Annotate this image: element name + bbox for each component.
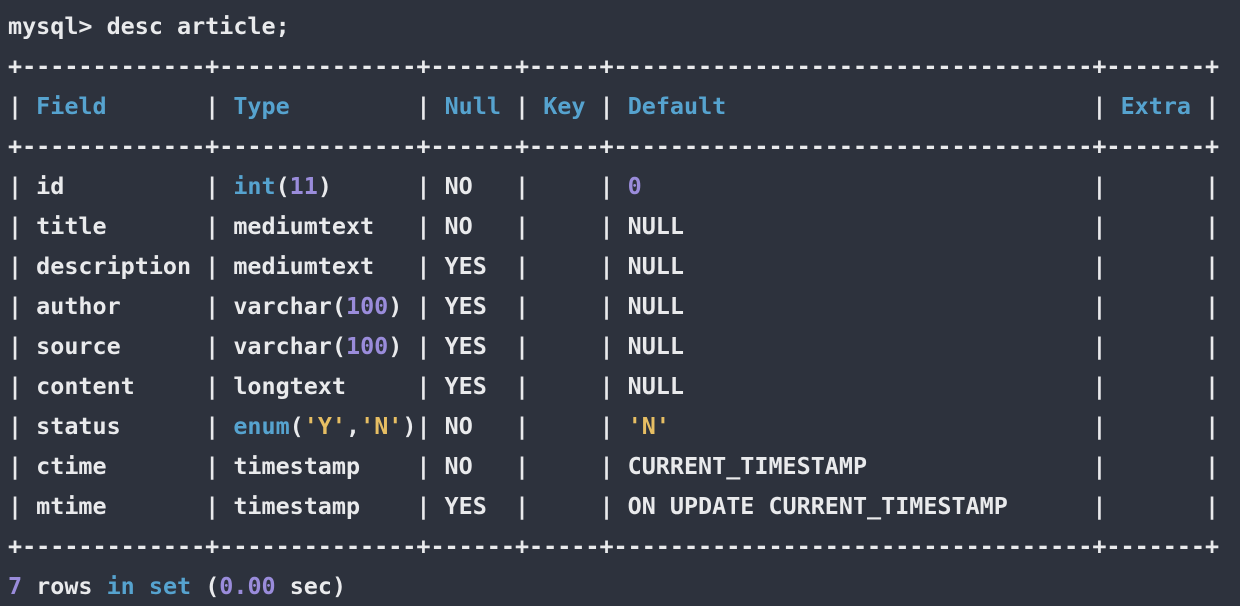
token-string: 'N' (360, 412, 403, 440)
table-row-content: | content | longtext | YES | | NULL | | (8, 366, 1240, 406)
token-keyword: in (106, 572, 135, 600)
token-text: | title | mediumtext | NO | | NULL | | (8, 212, 1220, 240)
table-border-top: +-------------+--------------+------+---… (8, 46, 1240, 86)
token-text: | mtime | timestamp | YES | | ON UPDATE … (8, 492, 1220, 520)
table-row-ctime: | ctime | timestamp | NO | | CURRENT_TIM… (8, 446, 1240, 486)
token-text: | author | varchar( (8, 292, 346, 320)
token-text: rows (22, 572, 107, 600)
table-row-author: | author | varchar(100) | YES | | NULL |… (8, 286, 1240, 326)
token-string: 'Y' (303, 412, 347, 440)
token-number: 7 (8, 572, 23, 600)
table-row-description: | description | mediumtext | YES | | NUL… (8, 246, 1240, 286)
token-text: ) (317, 172, 332, 200)
token-keyword: Type (233, 92, 290, 120)
token-text: | (726, 92, 1121, 120)
token-text: | | (641, 172, 1220, 200)
token-keyword: Null (444, 92, 501, 120)
table-border-header: +-------------+--------------+------+---… (8, 126, 1240, 166)
token-number: 0.00 (219, 572, 276, 600)
token-keyword: enum (233, 412, 290, 440)
token-keyword: set (148, 572, 192, 600)
token-text: ) | YES | | NULL | | (388, 292, 1220, 320)
token-number: 0 (627, 172, 642, 200)
token-number: 11 (289, 172, 318, 200)
result-summary-line: 7 rows in set (0.00 sec) (8, 566, 1240, 606)
token-text: | (1191, 92, 1220, 120)
token-text: sec) (275, 572, 347, 600)
token-keyword: Key (543, 92, 586, 120)
token-text: | status | (8, 412, 234, 440)
token-text: +-------------+--------------+------+---… (8, 532, 1220, 560)
token-text: ( (289, 412, 304, 440)
token-text: | source | varchar( (8, 332, 346, 360)
token-text: mysql> desc article; (8, 12, 290, 40)
token-number: 100 (345, 332, 389, 360)
token-text (135, 572, 149, 600)
token-text: | ctime | timestamp | NO | | CURRENT_TIM… (8, 452, 1220, 480)
token-text: | NO | | (331, 172, 628, 200)
table-row-status: | status | enum('Y','N')| NO | | 'N' | | (8, 406, 1240, 446)
token-string: 'N' (627, 412, 670, 440)
token-text: | (500, 92, 544, 120)
token-text: | (289, 92, 445, 120)
prompt-line: mysql> desc article; (8, 6, 1240, 46)
table-row-source: | source | varchar(100) | YES | | NULL |… (8, 326, 1240, 366)
token-keyword: Default (627, 92, 727, 120)
table-row-title: | title | mediumtext | NO | | NULL | | (8, 206, 1240, 246)
terminal-output: mysql> desc article; +-------------+-----… (8, 6, 1240, 606)
token-text: | (8, 92, 37, 120)
token-text: | content | longtext | YES | | NULL | | (8, 372, 1220, 400)
table-row-id: | id | int(11) | NO | | 0 | | (8, 166, 1240, 206)
token-text: ( (191, 572, 220, 600)
token-text: , (346, 412, 361, 440)
token-text: +-------------+--------------+------+---… (8, 132, 1220, 160)
token-keyword: int (233, 172, 276, 200)
token-text: ) | YES | | NULL | | (388, 332, 1220, 360)
token-text: | (106, 92, 234, 120)
token-text: )| NO | | (402, 412, 628, 440)
table-row-mtime: | mtime | timestamp | YES | | ON UPDATE … (8, 486, 1240, 526)
token-keyword: Field (36, 92, 107, 120)
token-text: | (585, 92, 628, 120)
token-text: | | (669, 412, 1220, 440)
table-border-bottom: +-------------+--------------+------+---… (8, 526, 1240, 566)
token-number: 100 (345, 292, 389, 320)
token-text: | id | (8, 172, 234, 200)
token-text: +-------------+--------------+------+---… (8, 52, 1220, 80)
token-text: ( (275, 172, 290, 200)
table-header-row: | Field | Type | Null | Key | Default | … (8, 86, 1240, 126)
token-text: | description | mediumtext | YES | | NUL… (8, 252, 1220, 280)
token-keyword: Extra (1120, 92, 1191, 120)
